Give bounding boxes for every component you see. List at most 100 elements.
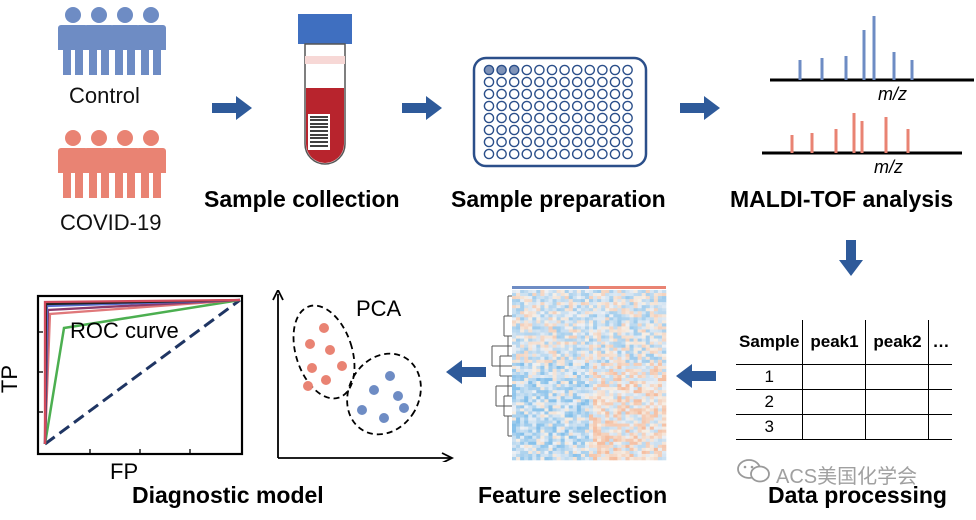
well — [571, 112, 583, 124]
well — [559, 136, 570, 148]
well — [584, 136, 596, 148]
well — [597, 76, 608, 88]
pca-plot — [272, 290, 455, 462]
well — [597, 148, 608, 160]
well — [521, 136, 533, 148]
well — [508, 124, 520, 136]
well — [597, 112, 608, 124]
roc-x-axis-label: FP — [110, 459, 139, 484]
well — [483, 124, 495, 136]
well — [597, 136, 608, 148]
well — [584, 112, 596, 124]
well — [559, 148, 570, 160]
covid-people-icon — [58, 130, 166, 198]
well — [571, 88, 583, 100]
well — [496, 112, 507, 124]
well — [559, 100, 570, 112]
table-header: Sample — [736, 320, 804, 365]
well-plate-icon — [472, 56, 648, 168]
well — [534, 64, 545, 76]
well — [521, 76, 533, 88]
well — [584, 100, 596, 112]
well — [559, 124, 570, 136]
well — [571, 136, 583, 148]
well — [496, 124, 507, 136]
data-table: Sample peak1 peak2 … 1 2 3 — [736, 320, 953, 440]
well — [571, 148, 583, 160]
well — [622, 148, 633, 160]
well — [584, 76, 596, 88]
well — [483, 64, 495, 76]
well — [483, 76, 495, 88]
well — [584, 124, 596, 136]
well — [609, 76, 621, 88]
well — [534, 112, 545, 124]
step-diagnostic-model: Diagnostic model — [132, 482, 324, 508]
well — [508, 112, 520, 124]
mass-spectra-icon: m/zm/z — [762, 16, 974, 177]
well — [496, 148, 507, 160]
well — [521, 100, 533, 112]
well — [559, 88, 570, 100]
well — [496, 88, 507, 100]
well — [508, 148, 520, 160]
well — [483, 88, 495, 100]
well — [521, 88, 533, 100]
well — [597, 100, 608, 112]
well — [496, 64, 507, 76]
well — [622, 88, 633, 100]
well — [483, 100, 495, 112]
well — [622, 112, 633, 124]
step-sample-preparation: Sample preparation — [451, 186, 666, 212]
well — [622, 76, 633, 88]
well — [584, 64, 596, 76]
control-people-icon — [58, 7, 166, 75]
well — [496, 136, 507, 148]
well — [571, 76, 583, 88]
roc-plot — [36, 294, 244, 456]
well — [622, 136, 633, 148]
well — [597, 88, 608, 100]
step-maldi-tof: MALDI-TOF analysis — [730, 186, 954, 212]
well — [508, 100, 520, 112]
well — [546, 112, 558, 124]
step-data-processing: Data processing — [768, 482, 947, 508]
arrow-right-icon — [680, 96, 720, 120]
well — [546, 76, 558, 88]
well — [609, 88, 621, 100]
well — [622, 64, 633, 76]
well — [622, 124, 633, 136]
table-header: peak1 — [802, 320, 867, 365]
well — [609, 64, 621, 76]
well — [546, 148, 558, 160]
well — [609, 136, 621, 148]
wechat-icon — [737, 459, 770, 483]
well — [483, 112, 495, 124]
roc-y-axis-label: TP — [0, 364, 23, 394]
well — [571, 64, 583, 76]
arrow-left-icon — [676, 364, 716, 388]
watermark-text: ACS美国化学会 — [776, 466, 918, 488]
well — [508, 64, 520, 76]
well — [546, 64, 558, 76]
well — [559, 112, 570, 124]
blood-tube-icon — [298, 14, 352, 165]
well — [496, 76, 507, 88]
well — [534, 136, 545, 148]
well — [483, 136, 495, 148]
pca-label: PCA — [356, 296, 402, 321]
step-sample-collection: Sample collection — [204, 186, 400, 212]
well — [521, 112, 533, 124]
mz-axis-label: m/z — [874, 157, 903, 177]
roc-curve-label: ROC curve — [70, 318, 179, 343]
arrow-right-icon — [402, 96, 442, 120]
arrow-left-icon — [446, 360, 486, 384]
step-feature-selection: Feature selection — [478, 482, 668, 508]
table-row: 3 — [736, 414, 953, 440]
well — [534, 148, 545, 160]
table-header: peak2 — [865, 320, 930, 365]
covid-label: COVID-19 — [60, 210, 162, 235]
well — [559, 76, 570, 88]
well — [571, 100, 583, 112]
well — [546, 100, 558, 112]
